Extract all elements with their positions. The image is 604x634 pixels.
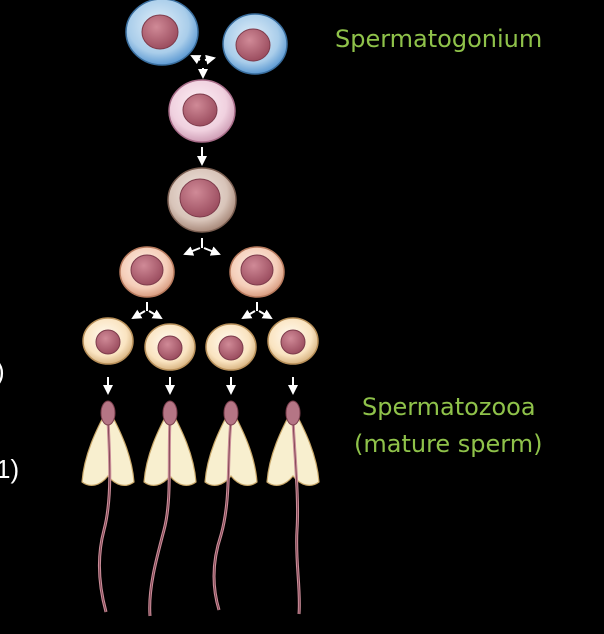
primary-spermatocyte-grown-cell	[167, 167, 237, 233]
mitosis-arrows	[190, 54, 216, 79]
spermiogenesis-arrows	[103, 377, 298, 395]
spermatozoon-4	[266, 400, 320, 615]
secondary-spermatocyte-cell-left	[119, 246, 175, 298]
cropped-text-fragment-lower: 1)	[0, 454, 20, 484]
cropped-text-fragment-upper: )	[0, 356, 5, 387]
spermatogonium-cell-right	[222, 13, 288, 75]
primary-spermatocyte-cell	[168, 79, 236, 143]
spermatid-cell-4	[267, 317, 319, 365]
spermatid-cell-1	[82, 317, 134, 365]
spermatid-cell-3	[205, 323, 257, 371]
meiosis-two-arrows	[131, 302, 273, 320]
spermatozoon-2	[143, 400, 197, 617]
meiosis-one-arrows	[183, 238, 221, 256]
spermatogonium-label: Spermatogonium	[335, 25, 543, 53]
spermatozoon-1	[81, 400, 135, 613]
spermatid-cell-2	[144, 323, 196, 371]
spermatogonium-cell-left	[125, 0, 199, 66]
spermatozoa-label-line1: Spermatozooa	[362, 393, 536, 421]
spermatozoa-label-line2: (mature sperm)	[354, 430, 543, 458]
spermatozoon-3	[204, 400, 258, 611]
secondary-spermatocyte-cell-right	[229, 246, 285, 298]
